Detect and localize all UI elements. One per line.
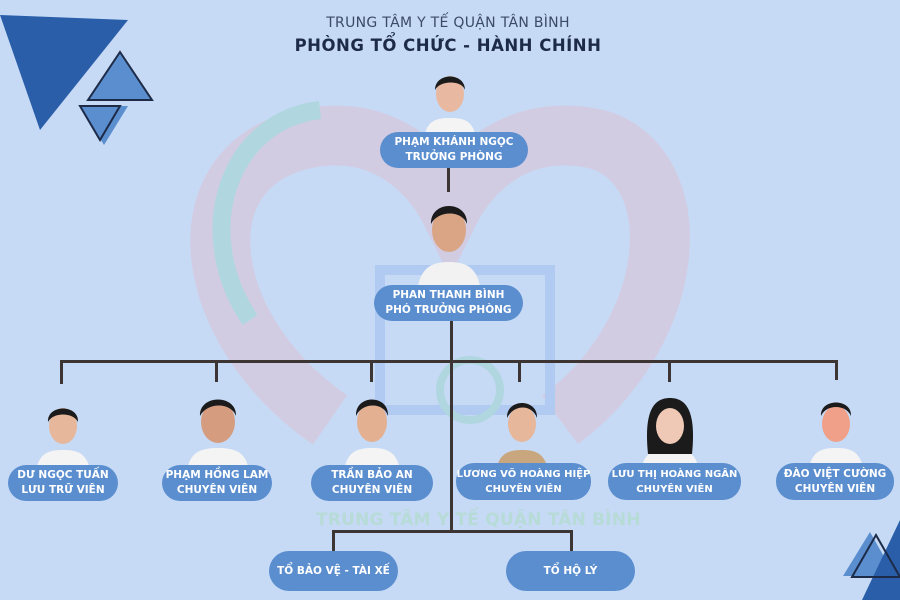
team-name: TỔ BẢO VỆ - TÀI XẾ [277,564,390,577]
head-photo [425,76,475,134]
person-name: PHẠM HỒNG LAM [165,469,269,481]
staff-card[interactable]: ĐÀO VIỆT CƯỜNG CHUYÊN VIÊN [776,463,894,500]
person-name: DƯ NGỌC TUẤN [17,469,109,481]
person-role: TRƯỞNG PHÒNG [405,151,503,163]
connector-line [835,360,838,380]
connector-line [518,360,521,382]
connector-line [570,530,573,552]
staff-card[interactable]: LƯƠNG VÕ HOÀNG HIỆP CHUYÊN VIÊN [456,463,591,500]
staff-photo [810,402,862,464]
person-role: CHUYÊN VIÊN [794,482,876,495]
triangle-decoration [88,52,152,100]
person-role: LƯU TRỮ VIÊN [21,484,105,496]
triangle-decoration [850,532,900,578]
team-card[interactable]: TỔ BẢO VỆ - TÀI XẾ [269,551,398,591]
triangle-decoration [862,520,900,600]
staff-card[interactable]: DƯ NGỌC TUẤN LƯU TRỮ VIÊN [8,465,118,501]
connector-line [215,360,218,382]
person-role: CHUYÊN VIÊN [331,484,413,496]
person-name: PHAN THANH BÌNH [392,289,505,301]
connector-line [370,360,373,382]
staff-card[interactable]: LƯU THỊ HOÀNG NGÂN CHUYÊN VIÊN [608,463,741,500]
team-name: TỔ HỘ LÝ [543,564,598,577]
staff-photo [188,399,248,466]
connector-line [447,168,450,192]
staff-photo [37,408,89,466]
connector-line [332,530,573,533]
head-card[interactable]: PHẠM KHÁNH NGỌC TRƯỞNG PHÒNG [380,132,528,168]
triangle-decoration [86,50,154,101]
staff-photo [345,399,399,466]
person-role: PHÓ TRƯỞNG PHÒNG [385,304,512,316]
connector-line [60,360,838,363]
person-name: LƯƠNG VÕ HOÀNG HIỆP [456,468,591,480]
deputy-photo [418,206,480,286]
connector-line [668,360,671,382]
person-role: CHUYÊN VIÊN [636,483,713,495]
staff-photo [497,403,547,466]
connector-line [60,360,63,384]
team-card[interactable]: TỔ HỘ LÝ [506,551,635,591]
person-name: TRẦN BẢO AN [331,469,413,481]
person-name: LƯU THỊ HOÀNG NGÂN [611,468,738,480]
watermark-text: TRUNG TÂM Y TẾ QUẬN TÂN BÌNH [316,510,641,530]
connector-line [332,530,335,552]
connector-line [450,321,453,532]
triangle-decoration [80,106,128,145]
staff-photo [642,398,698,466]
person-name: PHẠM KHÁNH NGỌC [394,136,514,148]
deputy-card[interactable]: PHAN THANH BÌNH PHÓ TRƯỞNG PHÒNG [374,285,523,321]
department-title: PHÒNG TỔ CHỨC - HÀNH CHÍNH [294,36,602,55]
person-role: CHUYÊN VIÊN [485,483,562,495]
person-name: ĐÀO VIỆT CƯỜNG [783,467,887,480]
organization-title: TRUNG TÂM Y TẾ QUẬN TÂN BÌNH [326,15,570,31]
staff-card[interactable]: PHẠM HỒNG LAM CHUYÊN VIÊN [162,465,272,501]
staff-card[interactable]: TRẦN BẢO AN CHUYÊN VIÊN [311,465,433,501]
triangle-decoration [78,105,122,142]
person-role: CHUYÊN VIÊN [176,484,258,496]
triangle-decoration [0,15,128,130]
